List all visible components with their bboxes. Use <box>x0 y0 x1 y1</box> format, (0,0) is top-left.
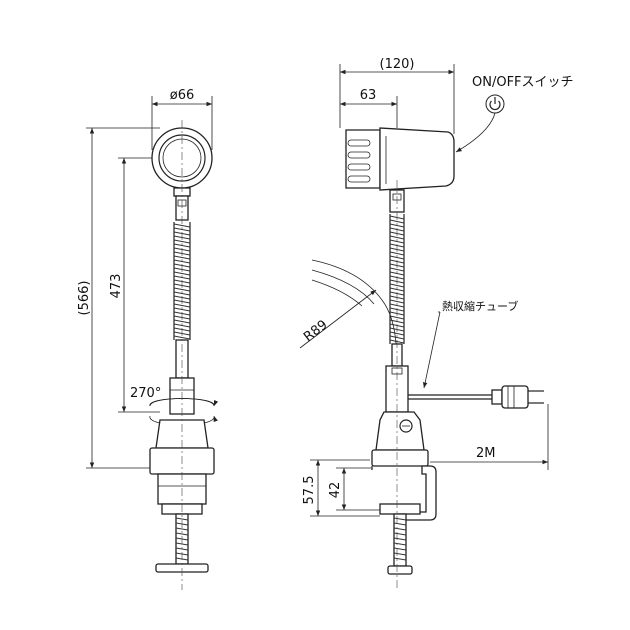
coil-segment <box>393 552 407 556</box>
coil-segment <box>173 271 191 276</box>
label-width-head: 63 <box>360 88 377 103</box>
coil-segment <box>389 303 405 308</box>
coil-segment <box>389 287 405 292</box>
coil-segment <box>173 323 191 328</box>
coil-segment <box>393 532 407 536</box>
coil-segment <box>173 259 191 264</box>
side-view <box>311 127 544 590</box>
coil-segment <box>389 251 405 256</box>
coil-segment <box>175 532 189 536</box>
front-view <box>149 120 219 590</box>
front-dimensions: ø66 (566) 473 270° <box>77 88 213 469</box>
coil-segment <box>389 271 405 276</box>
label-switch: ON/OFFスイッチ <box>472 75 574 90</box>
flex-arm-front <box>173 222 191 340</box>
power-icon <box>485 94 505 114</box>
coil-segment <box>393 527 407 531</box>
coil-segment <box>173 335 191 340</box>
coil-segment <box>393 517 407 521</box>
head-rib <box>347 139 371 147</box>
label-tube: 熱収縮チューブ <box>442 299 518 313</box>
coil-segment <box>393 547 407 551</box>
coil-segment <box>173 307 191 312</box>
head-rib <box>347 163 371 171</box>
label-cord: 2M <box>476 446 496 461</box>
coil-segment <box>173 255 191 260</box>
coil-segment <box>175 527 189 531</box>
label-clamp-outer: 57.5 <box>302 476 317 505</box>
coil-segment <box>175 517 189 521</box>
coil-segment <box>389 331 405 336</box>
coil-segment <box>173 243 191 248</box>
label-diameter: ø66 <box>170 88 195 103</box>
coil-segment <box>389 223 405 228</box>
coil-segment <box>389 299 405 304</box>
coil-segment <box>173 275 191 280</box>
label-width-total: (120) <box>380 57 415 72</box>
coil-segment <box>393 557 407 561</box>
label-height-arm: 473 <box>109 274 124 299</box>
label-rotation: 270° <box>130 386 161 401</box>
side-dimensions: (120) 63 ON/OFFスイッチ R89 熱収縮チューブ 2M 57.5 <box>299 57 574 517</box>
coil-segment <box>173 223 191 228</box>
head-rib <box>347 175 371 183</box>
label-height-total: (566) <box>77 281 92 316</box>
coil-segment <box>173 239 191 244</box>
coil-segment <box>389 283 405 288</box>
coil-segment <box>173 319 191 324</box>
coil-segment <box>389 255 405 260</box>
coil-segment <box>173 287 191 292</box>
coil-segment <box>393 522 407 526</box>
coil-segment <box>393 542 407 546</box>
coil-segment <box>173 227 191 232</box>
coil-segment <box>389 315 405 320</box>
label-clamp-inner: 42 <box>328 482 343 499</box>
coil-segment <box>389 239 405 244</box>
coil-segment <box>389 235 405 240</box>
label-radius: R89 <box>301 317 330 345</box>
coil-segment <box>173 291 191 296</box>
head-rib <box>347 151 371 159</box>
coil-segment <box>389 219 405 224</box>
coil-segment <box>389 267 405 272</box>
coil-segment <box>173 303 191 308</box>
coil-segment <box>393 537 407 541</box>
coil-segment <box>389 335 405 340</box>
